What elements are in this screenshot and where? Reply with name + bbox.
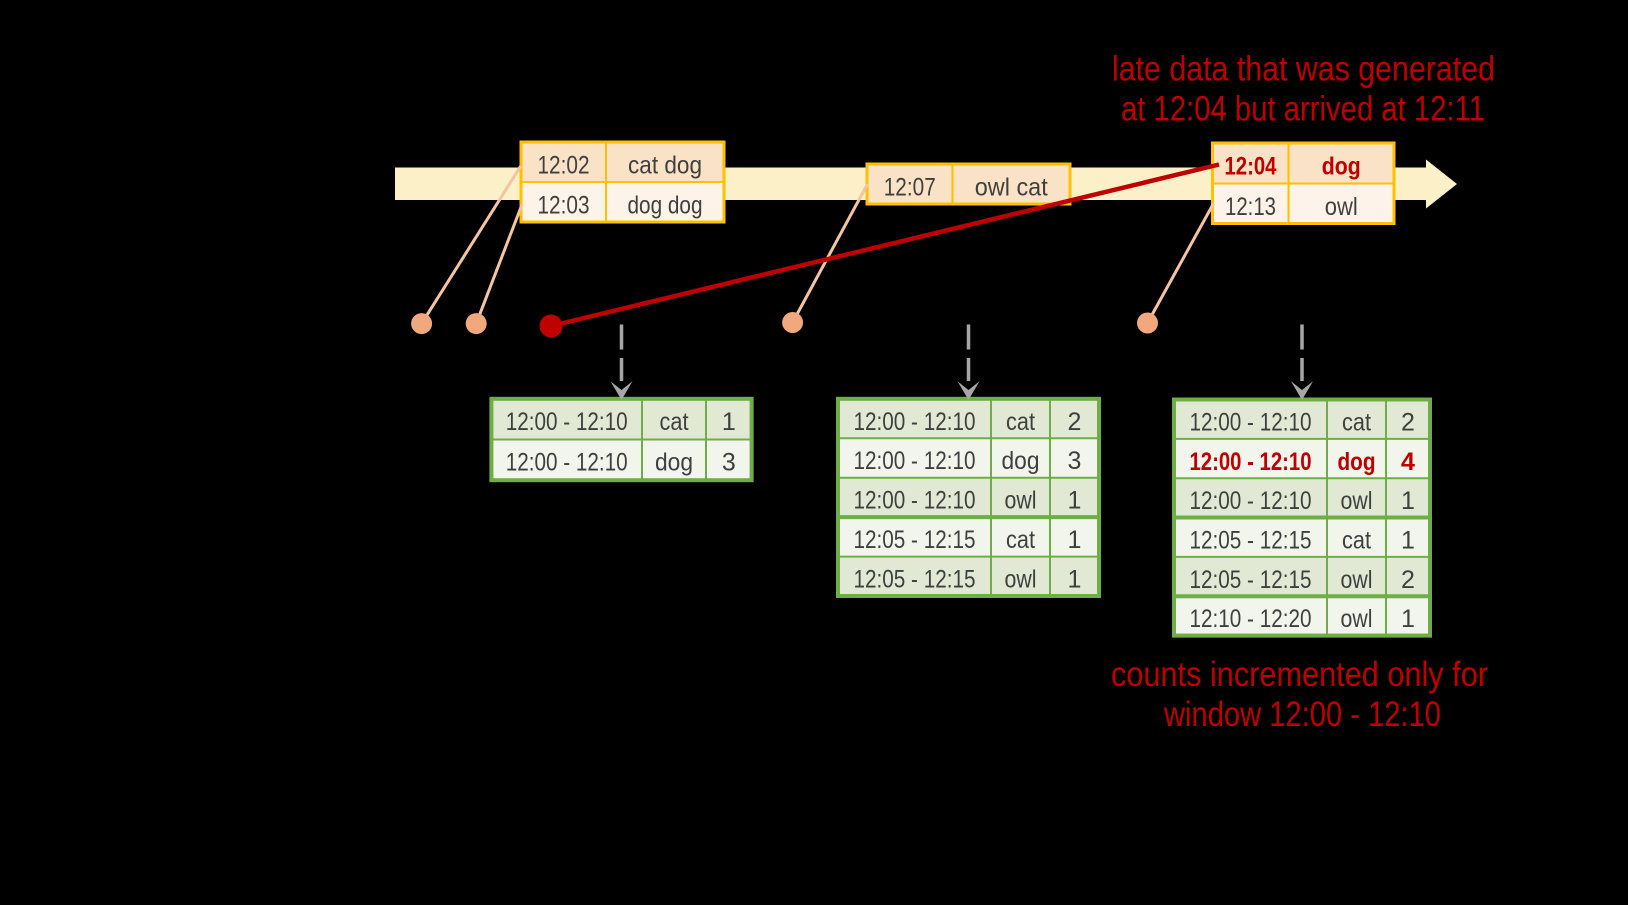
svg-text:12:05 - 12:15: 12:05 - 12:15 [854, 526, 976, 554]
svg-text:cat: cat [1006, 526, 1035, 554]
svg-text:12:00 - 12:10: 12:00 - 12:10 [506, 408, 628, 436]
svg-text:1: 1 [1068, 566, 1082, 594]
svg-text:owl: owl [1341, 566, 1373, 594]
svg-text:12:10 - 12:20: 12:10 - 12:20 [1190, 605, 1312, 633]
svg-text:dog: dog [1322, 153, 1361, 181]
svg-text:12:02: 12:02 [538, 152, 590, 180]
svg-text:owl cat: owl cat [975, 174, 1048, 202]
svg-text:dog: dog [1338, 448, 1376, 476]
svg-text:12:07: 12:07 [884, 174, 936, 202]
svg-text:counts incremented only for: counts incremented only for [1111, 655, 1488, 694]
svg-text:2: 2 [1401, 409, 1415, 437]
svg-text:owl: owl [1325, 193, 1358, 221]
svg-text:cat: cat [660, 408, 689, 436]
svg-text:late data that was generated: late data that was generated [1112, 50, 1495, 89]
svg-text:cat: cat [1342, 409, 1371, 437]
svg-text:owl: owl [1005, 487, 1037, 515]
svg-text:12:03: 12:03 [538, 192, 590, 220]
svg-text:at 12:04 but arrived at 12:11: at 12:04 but arrived at 12:11 [1121, 90, 1485, 129]
svg-text:dog dog: dog dog [628, 192, 703, 220]
svg-text:12:00 - 12:10: 12:00 - 12:10 [506, 449, 628, 477]
svg-text:owl: owl [1341, 605, 1373, 633]
svg-text:12:00 - 12:10: 12:00 - 12:10 [854, 447, 976, 475]
svg-text:12:13: 12:13 [1225, 193, 1276, 221]
svg-text:12:05 - 12:15: 12:05 - 12:15 [1190, 566, 1312, 594]
svg-text:cat dog: cat dog [628, 152, 702, 180]
svg-text:dog: dog [1002, 447, 1040, 475]
svg-text:1: 1 [1068, 526, 1082, 554]
svg-text:12:05 - 12:15: 12:05 - 12:15 [1190, 527, 1312, 555]
svg-text:3: 3 [1068, 447, 1082, 475]
svg-text:cat: cat [1342, 527, 1371, 555]
svg-text:1: 1 [722, 408, 736, 436]
svg-text:12:04: 12:04 [1225, 153, 1277, 181]
svg-text:owl: owl [1005, 566, 1037, 594]
svg-text:2: 2 [1401, 566, 1415, 594]
svg-text:2: 2 [1068, 408, 1082, 436]
svg-text:1: 1 [1401, 527, 1415, 555]
svg-text:3: 3 [722, 449, 736, 477]
svg-text:1: 1 [1068, 487, 1082, 515]
svg-text:12:00 - 12:10: 12:00 - 12:10 [1190, 487, 1312, 515]
svg-text:4: 4 [1401, 448, 1415, 476]
svg-text:owl: owl [1341, 487, 1373, 515]
svg-text:12:05 - 12:15: 12:05 - 12:15 [854, 566, 976, 594]
svg-text:1: 1 [1401, 487, 1415, 515]
svg-text:12:00 - 12:10: 12:00 - 12:10 [854, 408, 976, 436]
svg-text:window 12:00 - 12:10: window 12:00 - 12:10 [1163, 695, 1441, 734]
svg-text:cat: cat [1006, 408, 1035, 436]
svg-text:1: 1 [1401, 605, 1415, 633]
svg-text:12:00 - 12:10: 12:00 - 12:10 [1190, 409, 1312, 437]
svg-text:12:00 - 12:10: 12:00 - 12:10 [854, 487, 976, 515]
svg-text:12:00 - 12:10: 12:00 - 12:10 [1190, 448, 1312, 476]
svg-text:dog: dog [655, 449, 693, 477]
